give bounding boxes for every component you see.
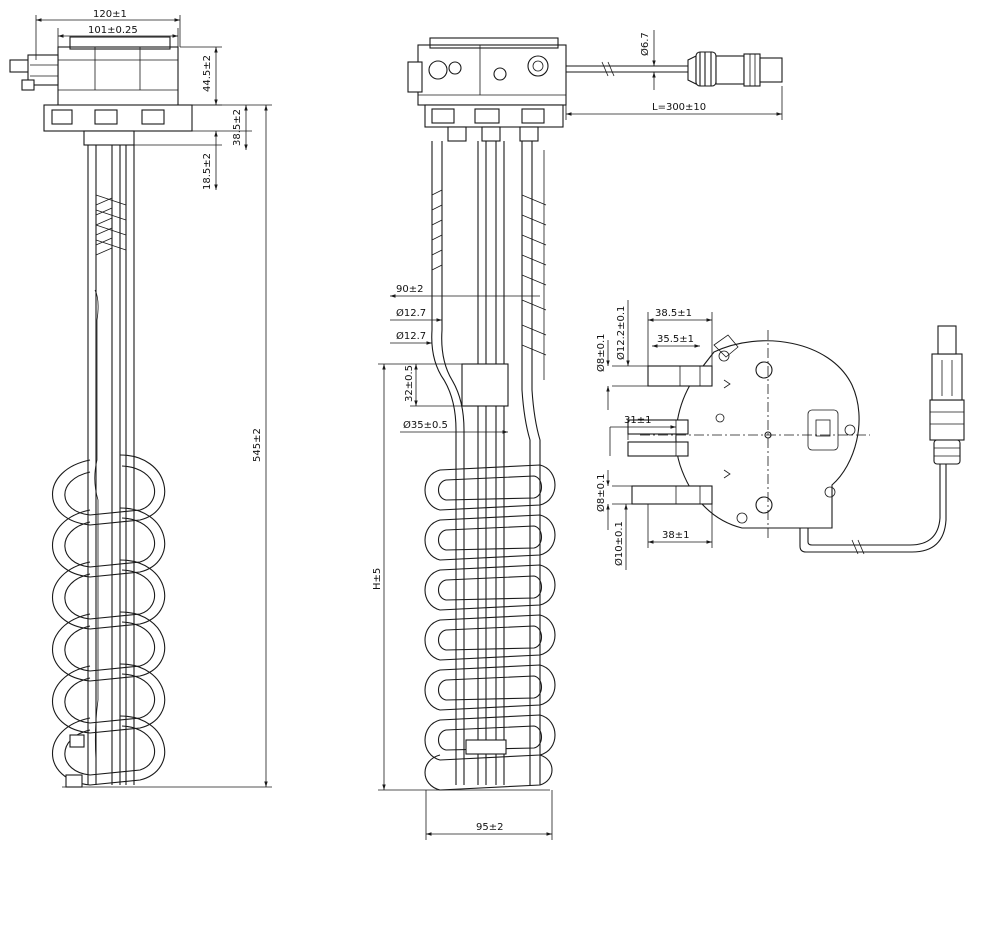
dim-front-total-length: 545±2 xyxy=(252,428,263,462)
top-view: 38.5±1 35.5±1 Ø12.2±0.1 Ø8±0.1 31±1 Ø8±0… xyxy=(595,300,965,570)
side-tubes xyxy=(431,141,547,785)
dim-top-35-5: 35.5±1 xyxy=(657,334,694,345)
dim-tube-1: Ø12.7 xyxy=(396,307,426,319)
dim-cable-length: L=300±10 xyxy=(652,102,706,113)
side-dimensions: Ø6.7 L=300±10 90±2 Ø12.7 Ø12.7 32±0.5 Ø3… xyxy=(372,30,783,840)
dim-top-pipe-lower: Ø8±0.1 xyxy=(595,473,607,512)
dim-height-h: H±5 xyxy=(372,568,383,590)
dim-sensor-dia: Ø35±0.5 xyxy=(403,419,448,431)
front-head xyxy=(9,36,193,146)
dim-90: 90±2 xyxy=(396,284,423,295)
top-housing xyxy=(640,330,870,540)
side-view: Ø6.7 L=300±10 90±2 Ø12.7 Ø12.7 32±0.5 Ø3… xyxy=(372,30,783,840)
dim-top-31: 31±1 xyxy=(624,415,651,426)
dim-front-flange: 18.5±2 xyxy=(202,153,213,190)
dim-top-38: 38±1 xyxy=(662,530,689,541)
dim-tube-2: Ø12.7 xyxy=(396,330,426,342)
dim-top-pipe-upper: Ø8±0.1 xyxy=(595,333,607,372)
top-pipes xyxy=(627,365,713,505)
dim-front-width-101: 101±0.25 xyxy=(88,25,138,36)
dim-top-tube-dia: Ø12.2±0.1 xyxy=(615,306,627,360)
front-dimensions: 120±1 101±0.25 44.5±2 38.5±2 18.5±2 545±… xyxy=(35,9,272,788)
side-cable xyxy=(566,51,783,87)
front-tubes xyxy=(87,145,135,785)
top-cable xyxy=(799,325,965,555)
dim-front-head-height: 44.5±2 xyxy=(202,55,213,92)
dim-top-38-5: 38.5±1 xyxy=(655,308,692,319)
front-view: 120±1 101±0.25 44.5±2 38.5±2 18.5±2 545±… xyxy=(9,9,272,788)
dim-top-pipe-outer: Ø10±0.1 xyxy=(613,521,625,566)
dim-plug-pin: Ø6.7 xyxy=(639,32,651,56)
dim-front-head-flange: 38.5±2 xyxy=(232,109,243,146)
dim-sensor-height: 32±0.5 xyxy=(404,365,415,402)
side-head xyxy=(407,37,567,142)
front-coil xyxy=(52,454,166,788)
top-dimensions: 38.5±1 35.5±1 Ø12.2±0.1 Ø8±0.1 31±1 Ø8±0… xyxy=(595,300,713,570)
dim-front-width-120: 120±1 xyxy=(93,9,127,20)
dim-coil-width: 95±2 xyxy=(476,822,503,833)
side-coil xyxy=(424,464,556,791)
